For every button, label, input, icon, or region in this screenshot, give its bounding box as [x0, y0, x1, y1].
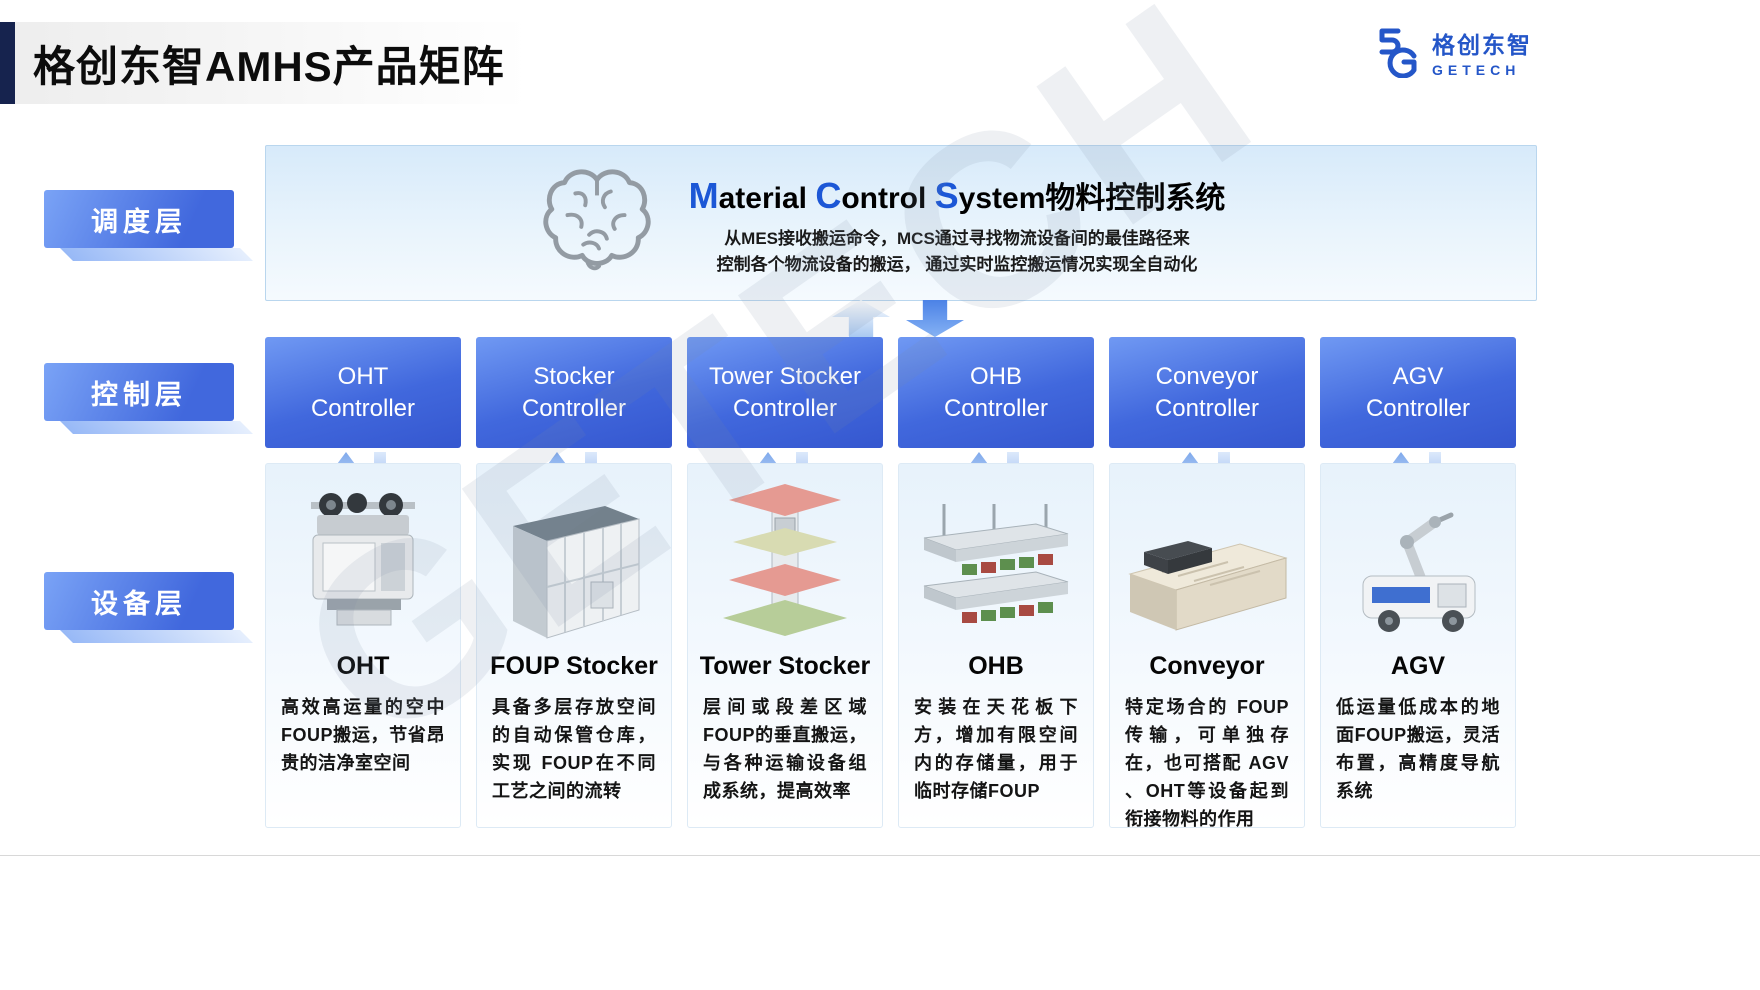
- foup-stocker-image: [477, 464, 671, 642]
- controller-box-tower-stocker: Tower Stocker Controller: [687, 337, 883, 448]
- device-name: Conveyor: [1149, 652, 1265, 680]
- getech-logo-text: 格创东智 GETECH: [1432, 26, 1532, 78]
- title-accent-bar: [0, 22, 15, 104]
- device-name: Tower Stocker: [699, 652, 871, 680]
- controller-label: OHB: [969, 362, 1022, 390]
- mcs-title: Material Control System物料控制系统: [688, 175, 1226, 216]
- getech-logo-icon: [1379, 28, 1417, 78]
- mcs-desc-line2: 控制各个物流设备的搬运， 通过实时监控搬运情况实现全自动化: [716, 255, 1198, 275]
- layer-label: 控制层: [91, 379, 187, 410]
- header: 格创东智AMHS产品矩阵: [0, 22, 575, 104]
- device-name: FOUP Stocker: [490, 652, 658, 680]
- controller-label: Controller: [1365, 394, 1471, 422]
- device-description: 高效高运量的空中FOUP搬运，节省昂贵的洁净室空间: [281, 697, 445, 774]
- device-name: AGV: [1390, 652, 1446, 680]
- agv-image: [1321, 464, 1515, 642]
- layer-badge-dispatch: 调度层: [44, 190, 234, 248]
- controller-box-oht: OHT Controller: [265, 337, 461, 448]
- footer-divider: [0, 855, 1760, 856]
- controller-label: Controller: [1154, 394, 1260, 422]
- layer-label: 设备层: [91, 588, 187, 619]
- device-card-tower-stocker: Tower Stocker 层间或段差区域FOUP的垂直搬运，与各种运输设备组成…: [687, 463, 883, 828]
- oht-image: [266, 464, 460, 642]
- layer-badge-control: 控制层: [44, 363, 234, 421]
- controller-box-agv: AGV Controller: [1320, 337, 1516, 448]
- device-description: 特定场合的 FOUP传输，可单独存在，也可搭配 AGV 、OHT等设备起到衔接物…: [1125, 697, 1289, 828]
- page-title: 格创东智AMHS产品矩阵: [33, 42, 505, 90]
- arrow-up-icon: [832, 300, 890, 337]
- controller-label: AGV: [1392, 362, 1444, 390]
- logo-en-label: GETECH: [1432, 62, 1521, 78]
- controller-label: Controller: [310, 394, 416, 422]
- arrow-down-icon: [906, 300, 964, 337]
- device-card-ohb: OHB 安装在天花板下方，增加有限空间内的存储量，用于临时存储FOUP: [898, 463, 1094, 828]
- controller-label: Tower Stocker: [708, 362, 862, 390]
- device-description: 安装在天花板下方，增加有限空间内的存储量，用于临时存储FOUP: [914, 697, 1078, 802]
- controller-label: Controller: [943, 394, 1049, 422]
- device-name: OHB: [968, 652, 1024, 680]
- device-card-conveyor: Conveyor 特定场合的 FOUP传输，可单独存在，也可搭配 AGV 、OH…: [1109, 463, 1305, 828]
- logo-cn-label: 格创东智: [1432, 32, 1532, 58]
- mcs-description: 从MES接收搬运命令，MCS通过寻找物流设备间的最佳路径来 控制各个物流设备的搬…: [674, 226, 1240, 279]
- device-name: OHT: [336, 652, 390, 680]
- device-card-oht: OHT 高效高运量的空中FOUP搬运，节省昂贵的洁净室空间: [265, 463, 461, 828]
- tower-stocker-image: [688, 464, 882, 642]
- conveyor-image: [1110, 464, 1304, 642]
- controller-label: Controller: [521, 394, 627, 422]
- layer-badge-device: 设备层: [44, 572, 234, 630]
- device-description: 低运量低成本的地面FOUP搬运，灵活布置，高精度导航系统: [1336, 697, 1500, 802]
- device-card-agv: AGV 低运量低成本的地面FOUP搬运，灵活布置，高精度导航系统: [1320, 463, 1516, 828]
- device-description: 层间或段差区域FOUP的垂直搬运，与各种运输设备组成系统，提高效率: [703, 697, 867, 802]
- brain-icon: [538, 163, 656, 282]
- controller-label: OHT: [337, 362, 389, 390]
- device-card-foup-stocker: FOUP Stocker 具备多层存放空间的自动保管仓库，实现 FOUP在不同工…: [476, 463, 672, 828]
- controller-label: Conveyor: [1155, 362, 1259, 390]
- mcs-desc-line1: 从MES接收搬运命令，MCS通过寻找物流设备间的最佳路径来: [724, 229, 1190, 248]
- device-description: 具备多层存放空间的自动保管仓库，实现 FOUP在不同工艺之间的流转: [492, 697, 656, 802]
- ohb-image: [899, 464, 1093, 642]
- layer-label: 调度层: [91, 206, 187, 237]
- controller-label: Controller: [732, 394, 838, 422]
- controller-box-ohb: OHB Controller: [898, 337, 1094, 448]
- mcs-panel: Material Control System物料控制系统 从MES接收搬运命令…: [265, 145, 1537, 301]
- controller-box-stocker: Stocker Controller: [476, 337, 672, 448]
- mcs-text: Material Control System物料控制系统 从MES接收搬运命令…: [674, 173, 1240, 279]
- controller-label: Stocker: [533, 362, 615, 390]
- controller-box-conveyor: Conveyor Controller: [1109, 337, 1305, 448]
- getech-logo: 格创东智 GETECH: [1370, 26, 1532, 78]
